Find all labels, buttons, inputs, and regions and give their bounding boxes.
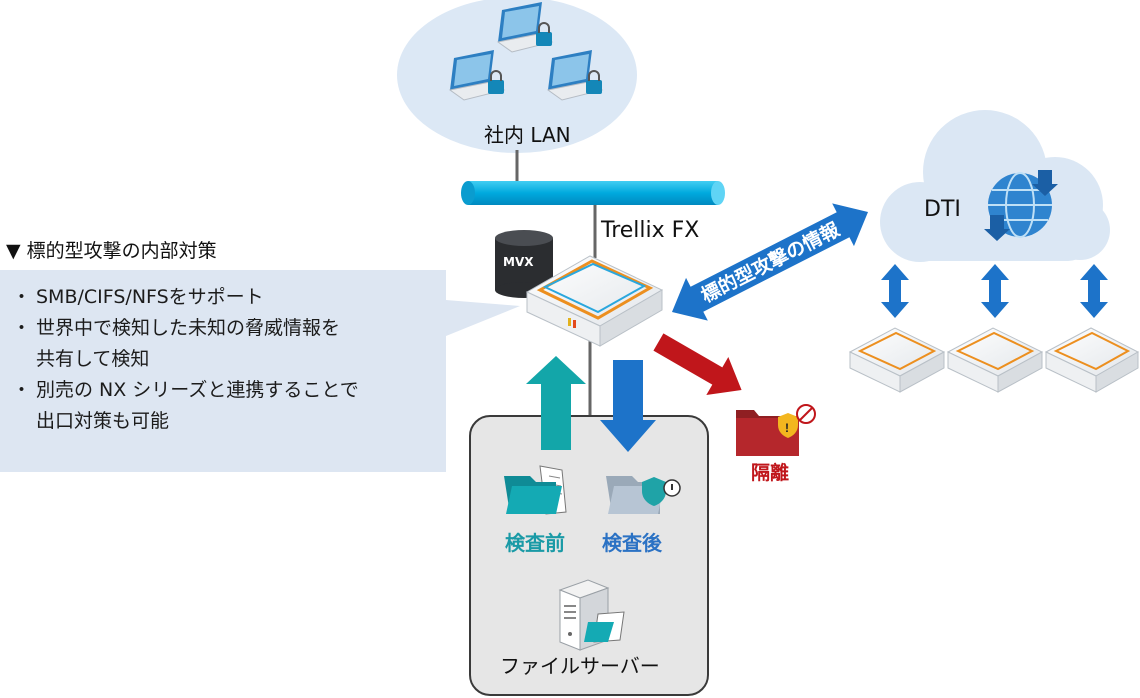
dti-label: DTI [924, 197, 961, 222]
panel-heading: ▼ 標的型攻撃の内部対策 [6, 240, 217, 262]
post-scan-label: 検査後 [602, 531, 662, 555]
feature-item: SMB/CIFS/NFSをサポート [12, 282, 434, 313]
lan-cloud [397, 0, 637, 153]
lan-backbone-bar [461, 181, 725, 205]
trellix-fx-label: Trellix FX [601, 218, 700, 243]
feature-list: SMB/CIFS/NFSをサポート 世界中で検知した未知の脅威情報を 共有して検… [12, 282, 434, 437]
feature-item: 別売の NX シリーズと連携することで [12, 375, 434, 406]
pre-scan-label: 検査前 [505, 531, 565, 555]
laptop-icon [546, 50, 604, 101]
appliance-icon [946, 327, 1044, 393]
laptop-icon [448, 50, 506, 101]
download-arrow-icon [600, 360, 656, 452]
globe-icon [984, 170, 1058, 241]
upload-arrow-icon [526, 356, 586, 450]
appliance-icon [848, 327, 946, 393]
mvx-label: MVX [503, 255, 534, 269]
svg-text:!: ! [785, 421, 789, 435]
post-scan-folder-icon [606, 476, 681, 514]
threat-info-double-arrow [671, 203, 869, 321]
lan-label: 社内 LAN [484, 123, 571, 147]
file-server-icon [558, 579, 625, 651]
pre-scan-folder-icon [504, 465, 567, 515]
trellix-fx-appliance-icon [525, 255, 664, 347]
feature-item-continuation: 共有して検知 [36, 348, 150, 370]
quarantine-folder-icon: ! [736, 404, 816, 456]
laptop-icon [496, 2, 554, 53]
quarantine-label: 隔離 [751, 462, 790, 484]
feature-item: 世界中で検知した未知の脅威情報を [12, 313, 434, 344]
quarantine-arrow-icon [653, 333, 742, 396]
feature-item-continuation: 出口対策も可能 [36, 410, 170, 432]
appliance-icon [1044, 327, 1140, 393]
sync-arrow-icon [881, 264, 1108, 318]
file-server-label: ファイルサーバー [500, 654, 660, 678]
